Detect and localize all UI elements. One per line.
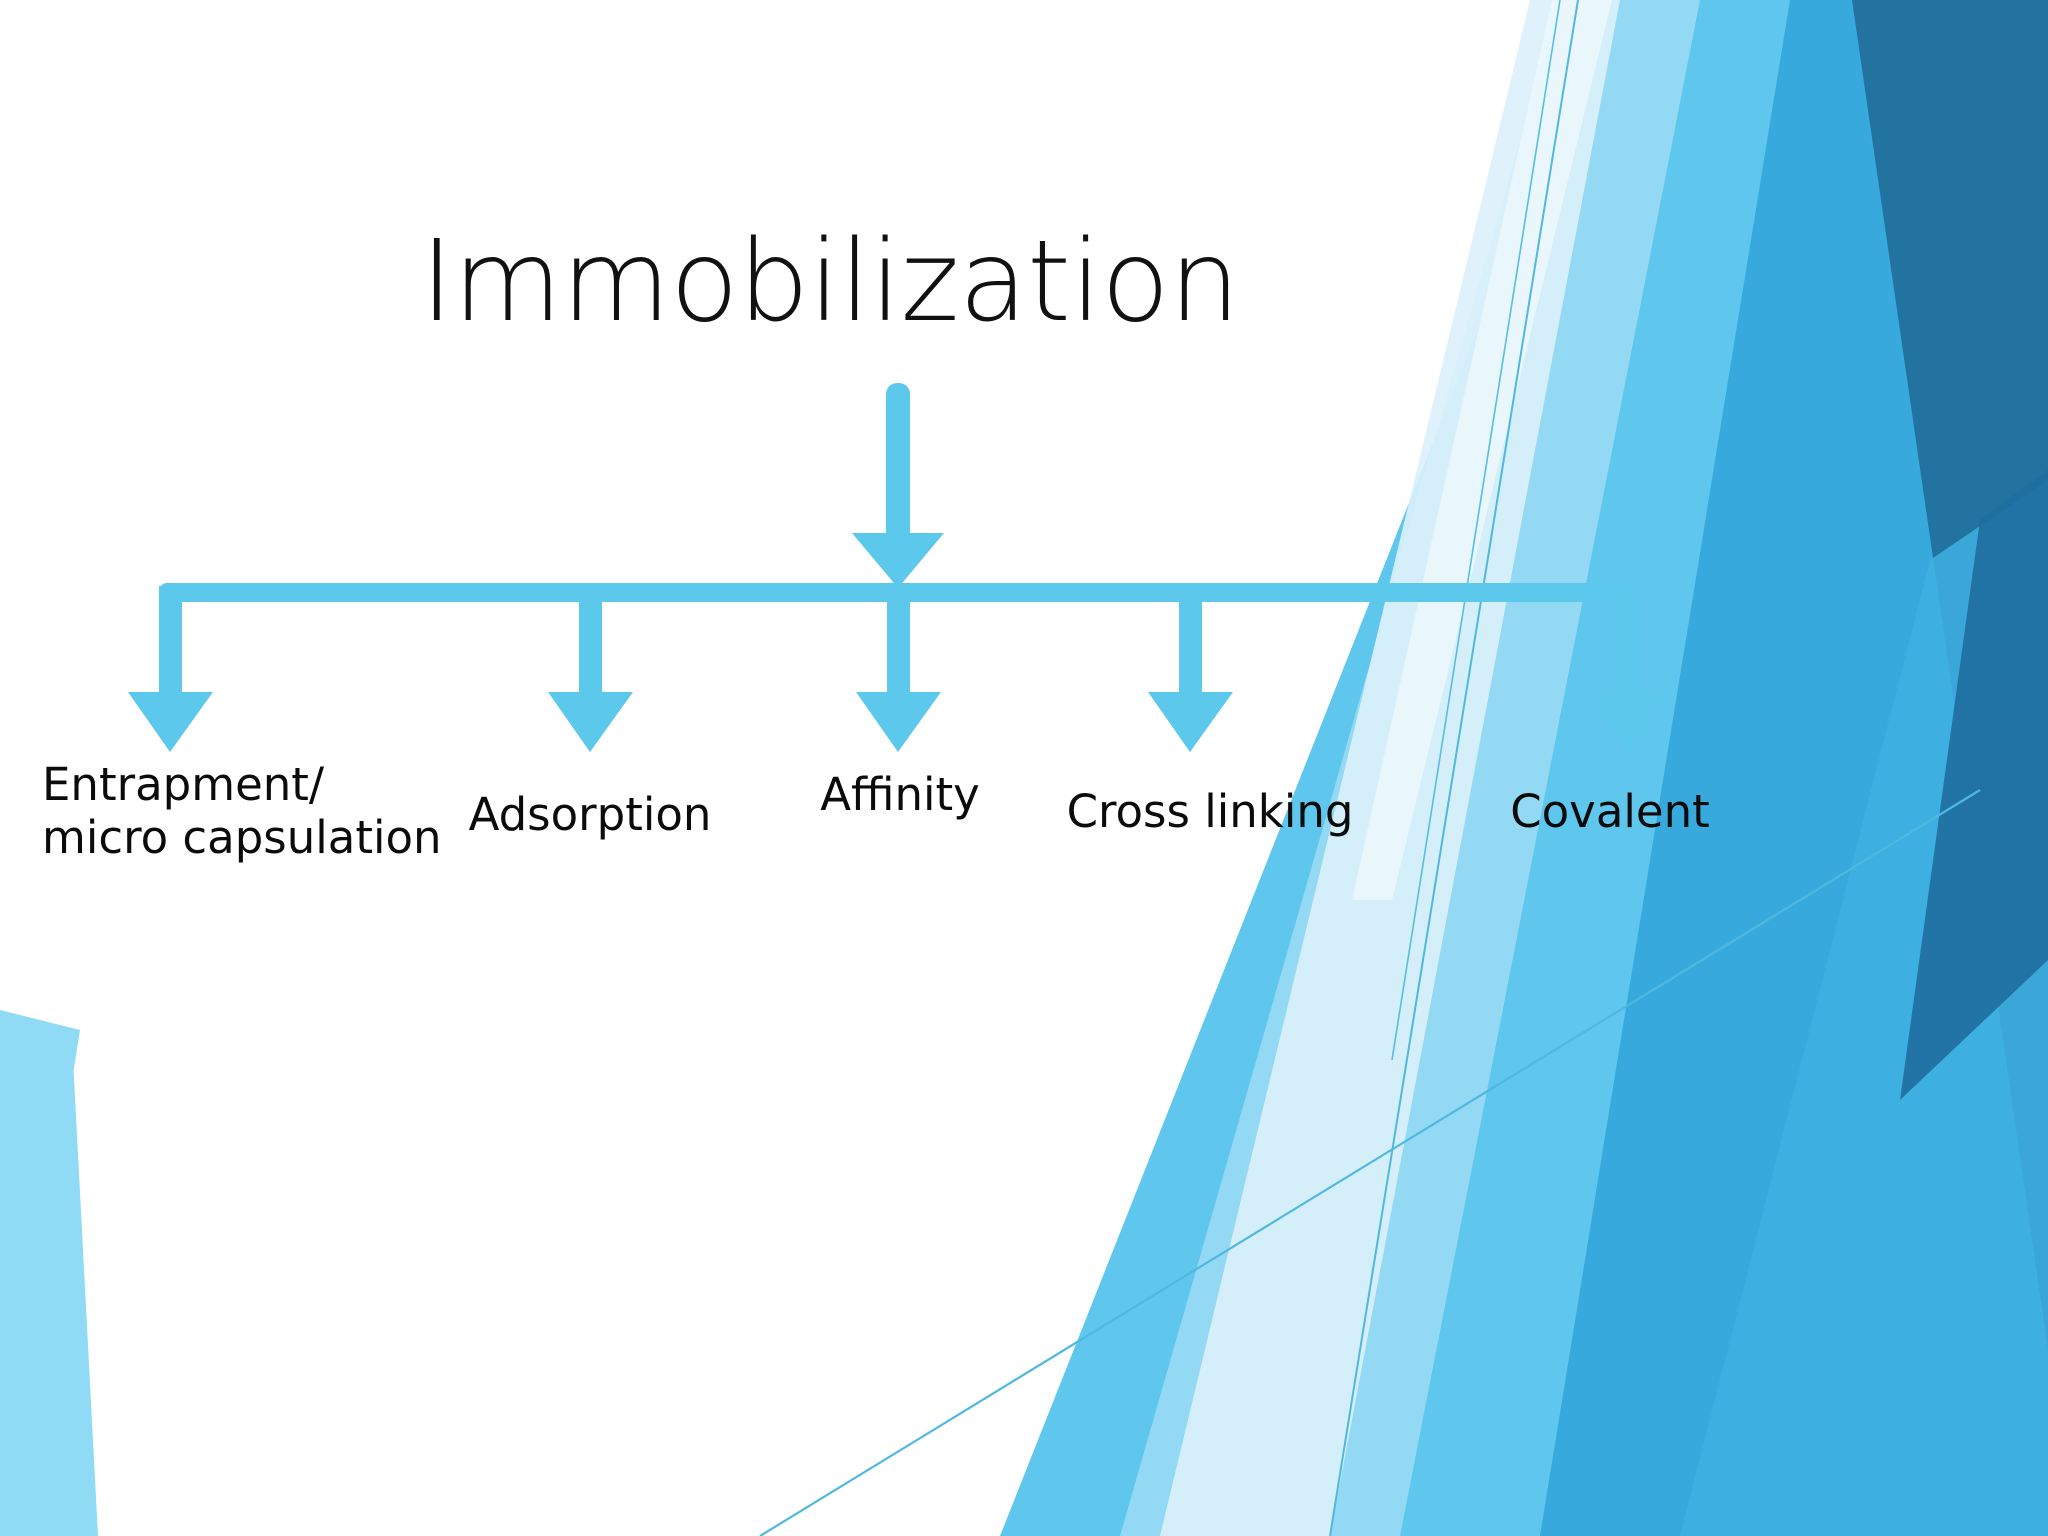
branch-arrow-cross-linking (1148, 592, 1233, 752)
page-title: Immobilization (420, 217, 1240, 347)
branch-arrow-adsorption (548, 592, 633, 752)
main-down-arrow (852, 383, 944, 588)
branch-label-covalent: Covalent (1510, 785, 1710, 838)
branch-label-adsorption: Adsorption (468, 788, 712, 841)
branch-arrow-entrapment (128, 583, 213, 752)
branch-label-affinity: Affinity (820, 768, 980, 821)
branch-arrow-covalent (1586, 583, 1671, 752)
branch-label-entrapment: Entrapment/ micro capsulation (42, 758, 442, 865)
branch-label-cross-linking: Cross linking (1066, 785, 1354, 838)
branch-arrow-affinity (856, 592, 941, 752)
